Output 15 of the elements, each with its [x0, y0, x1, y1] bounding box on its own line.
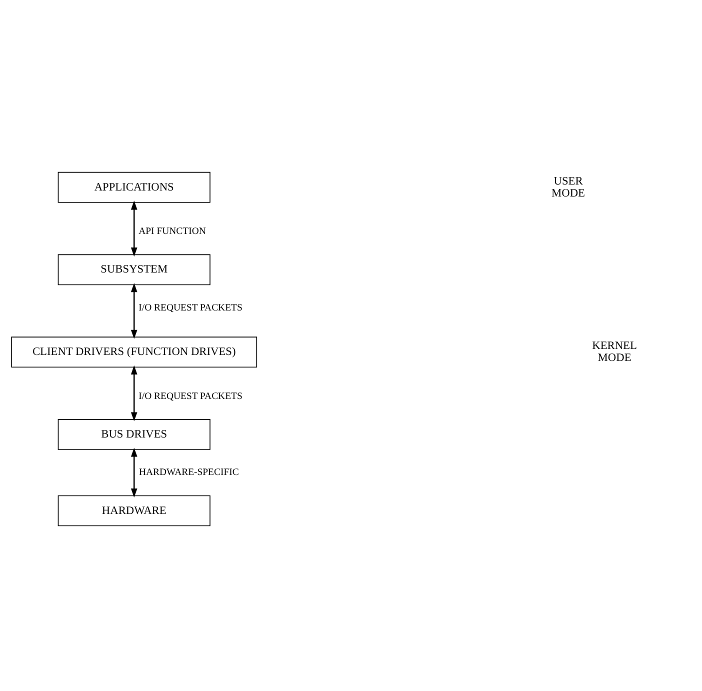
- node-box: CLIENT DRIVERS (FUNCTION DRIVES): [11, 336, 258, 367]
- label: USER MODE: [552, 174, 586, 199]
- edge-label: I/O REQUEST PACKETS: [138, 390, 242, 402]
- edge-label: I/O REQUEST PACKETS: [138, 302, 242, 313]
- node-box: SUBSYSTEM: [58, 254, 210, 285]
- arrow: [130, 447, 138, 498]
- node-box: APPLICATIONS: [58, 171, 210, 202]
- edge-label: API FUNCTION: [138, 226, 206, 237]
- arrow: [130, 200, 138, 256]
- edge-label: HARDWARE-SPECIFIC: [138, 466, 239, 478]
- node-box: HARDWARE: [58, 494, 210, 526]
- label: KERNEL MODE: [592, 340, 637, 364]
- node-box: BUS DRIVES: [58, 418, 210, 450]
- arrow: [130, 364, 138, 421]
- arrow: [130, 282, 138, 338]
